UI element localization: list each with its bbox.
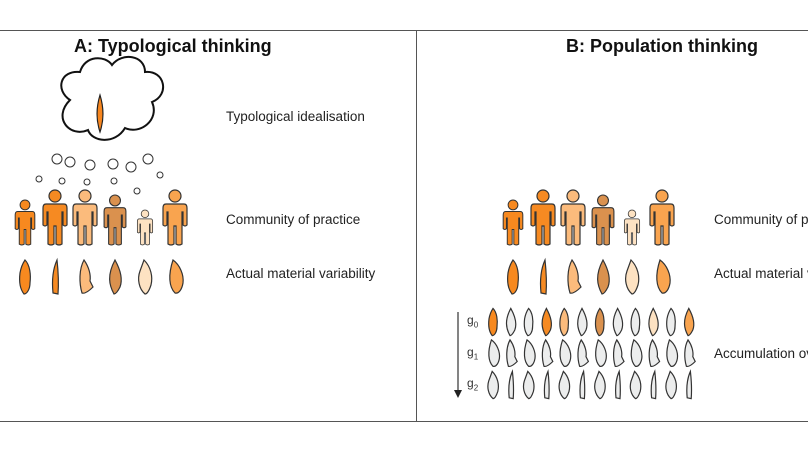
bottom-border <box>0 421 808 422</box>
lithic-artefact <box>79 258 94 294</box>
accumulated-artefact <box>629 370 642 400</box>
person-icon <box>560 189 586 246</box>
lithic-artefact <box>597 258 610 295</box>
panel-b-title: B: Population thinking <box>566 36 758 56</box>
accumulated-artefact <box>508 369 515 400</box>
gen-sub: 0 <box>473 320 479 330</box>
lithic-artefact <box>507 259 519 295</box>
person-icon <box>103 194 127 246</box>
accumulated-artefact <box>541 307 552 337</box>
person-icon <box>649 189 675 246</box>
generation-label-2: g2 <box>467 376 478 392</box>
accumulated-artefact <box>648 307 659 337</box>
accumulated-artefact <box>579 369 586 400</box>
gen-sub: 2 <box>473 383 479 393</box>
thought-bubble <box>64 156 76 168</box>
thought-bubble <box>84 159 96 171</box>
thought-cloud <box>60 56 165 141</box>
accumulated-artefact <box>595 338 607 367</box>
label-typological-idealisation: Typological idealisation <box>226 109 365 124</box>
lithic-artefact <box>169 259 184 294</box>
accumulated-artefact <box>650 369 657 400</box>
label-community-b: Community of p <box>714 212 808 227</box>
lithic-artefact <box>51 257 60 295</box>
accumulated-artefact <box>487 370 499 400</box>
accumulated-artefact <box>666 307 676 337</box>
generation-label-0: g0 <box>467 313 478 329</box>
person-icon <box>530 189 556 246</box>
lithic-artefact <box>19 259 31 295</box>
accumulated-artefact <box>684 338 696 368</box>
accumulated-artefact <box>612 307 624 337</box>
lithic-artefact <box>656 259 671 294</box>
panel-a-title: A: Typological thinking <box>74 36 272 56</box>
gen-letter: g <box>467 313 474 327</box>
accumulated-artefact <box>506 338 518 368</box>
accumulated-artefact <box>488 338 501 367</box>
accumulated-artefact <box>543 369 550 400</box>
accumulated-artefact <box>612 338 625 368</box>
accumulated-artefact <box>577 338 590 368</box>
thought-bubble <box>110 177 118 185</box>
accumulated-artefact <box>594 307 605 337</box>
lithic-artefact <box>625 258 640 295</box>
panel-divider <box>416 30 417 421</box>
thought-bubble <box>107 158 119 170</box>
thought-bubble <box>83 178 91 186</box>
thought-bubble <box>58 177 66 185</box>
accumulated-artefact <box>683 307 695 337</box>
ideal-point-icon <box>96 92 104 134</box>
thought-bubble <box>156 171 164 179</box>
person-icon <box>14 199 36 246</box>
accumulated-artefact <box>522 370 535 400</box>
person-icon <box>623 209 641 246</box>
accumulated-artefact <box>630 338 643 367</box>
accumulated-artefact <box>594 370 606 400</box>
person-icon <box>162 189 188 246</box>
person-icon <box>502 199 524 246</box>
accumulated-artefact <box>686 369 693 400</box>
accumulated-artefact <box>488 307 498 337</box>
accumulated-artefact <box>505 307 517 337</box>
person-icon <box>72 189 98 246</box>
gen-sub: 1 <box>473 352 479 362</box>
accumulated-artefact <box>523 338 536 367</box>
accumulated-artefact <box>614 369 621 400</box>
generation-label-1: g1 <box>467 345 478 361</box>
person-icon <box>591 194 615 246</box>
thought-bubble <box>125 161 137 173</box>
lithic-artefact <box>567 258 582 294</box>
label-variability-a: Actual material variability <box>226 266 376 281</box>
person-icon <box>136 209 154 246</box>
thought-bubble <box>142 153 154 165</box>
label-variability-b: Actual material v <box>714 266 808 281</box>
thought-bubble <box>51 153 63 165</box>
accumulated-artefact <box>577 307 588 337</box>
thought-bubble <box>35 175 43 183</box>
accumulated-artefact <box>558 370 571 400</box>
person-icon <box>42 189 68 246</box>
accumulated-artefact <box>648 338 661 368</box>
accumulated-artefact <box>666 338 679 367</box>
accumulated-artefact <box>523 307 534 337</box>
arrow-head-icon <box>454 390 462 398</box>
lithic-artefact <box>109 258 122 295</box>
lithic-artefact <box>138 258 153 295</box>
accumulated-artefact <box>559 307 570 337</box>
label-accumulation: Accumulation ov <box>714 346 808 361</box>
label-community-a: Community of practice <box>226 212 361 227</box>
accumulated-artefact <box>665 370 677 400</box>
accumulated-artefact <box>630 307 641 337</box>
gen-letter: g <box>467 345 474 359</box>
gen-letter: g <box>467 376 474 390</box>
accumulated-artefact <box>541 338 554 368</box>
lithic-artefact <box>539 257 548 295</box>
top-border <box>0 30 808 31</box>
thought-bubble <box>133 187 141 195</box>
accumulated-artefact <box>559 338 572 367</box>
